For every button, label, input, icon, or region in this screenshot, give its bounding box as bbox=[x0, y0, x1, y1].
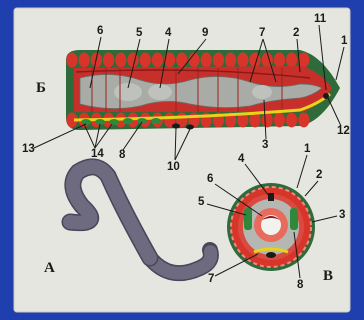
body-segment bbox=[274, 113, 285, 128]
cross-section bbox=[227, 183, 315, 271]
panel-label-v: В bbox=[323, 268, 333, 284]
body-segment bbox=[274, 53, 285, 68]
xs-label-2: 2 bbox=[316, 169, 322, 181]
label-2: 2 bbox=[293, 27, 299, 39]
body-segment bbox=[79, 53, 90, 68]
xs-label-6: 6 bbox=[207, 173, 213, 185]
xs-label-8: 8 bbox=[297, 279, 304, 291]
label-13: 13 bbox=[22, 143, 35, 155]
label-4: 4 bbox=[165, 27, 172, 39]
xs-label-5: 5 bbox=[198, 196, 205, 208]
body-segment bbox=[176, 53, 187, 68]
label-12: 12 bbox=[337, 125, 350, 137]
body-segment bbox=[140, 53, 151, 68]
panel-label-b: Б bbox=[36, 80, 46, 96]
label-14: 14 bbox=[91, 148, 104, 160]
body-segment bbox=[66, 53, 77, 68]
label-8: 8 bbox=[119, 149, 126, 161]
body-segment bbox=[286, 113, 297, 128]
xs-label-7: 7 bbox=[208, 273, 214, 285]
body-segment bbox=[103, 53, 114, 68]
body-segment bbox=[298, 113, 309, 128]
body-segment bbox=[115, 53, 126, 68]
body-segment bbox=[213, 53, 224, 68]
xs-label-4: 4 bbox=[238, 153, 245, 165]
panel-label-a: А bbox=[44, 260, 55, 276]
body-segment bbox=[152, 53, 163, 68]
body-segment bbox=[127, 53, 138, 68]
label-9: 9 bbox=[202, 27, 208, 39]
label-3: 3 bbox=[262, 139, 268, 151]
label-5: 5 bbox=[136, 27, 143, 39]
label-1: 1 bbox=[341, 35, 348, 47]
label-10: 10 bbox=[167, 161, 180, 173]
body-segment bbox=[225, 53, 236, 68]
body-segment bbox=[286, 53, 297, 68]
body-segment bbox=[262, 113, 273, 128]
label-11: 11 bbox=[314, 13, 327, 25]
xs-label-1: 1 bbox=[304, 143, 311, 155]
body-segment bbox=[237, 53, 248, 68]
label-7: 7 bbox=[259, 27, 265, 39]
xs-label-3: 3 bbox=[339, 209, 345, 221]
label-6: 6 bbox=[97, 25, 103, 37]
body-segment bbox=[201, 53, 212, 68]
